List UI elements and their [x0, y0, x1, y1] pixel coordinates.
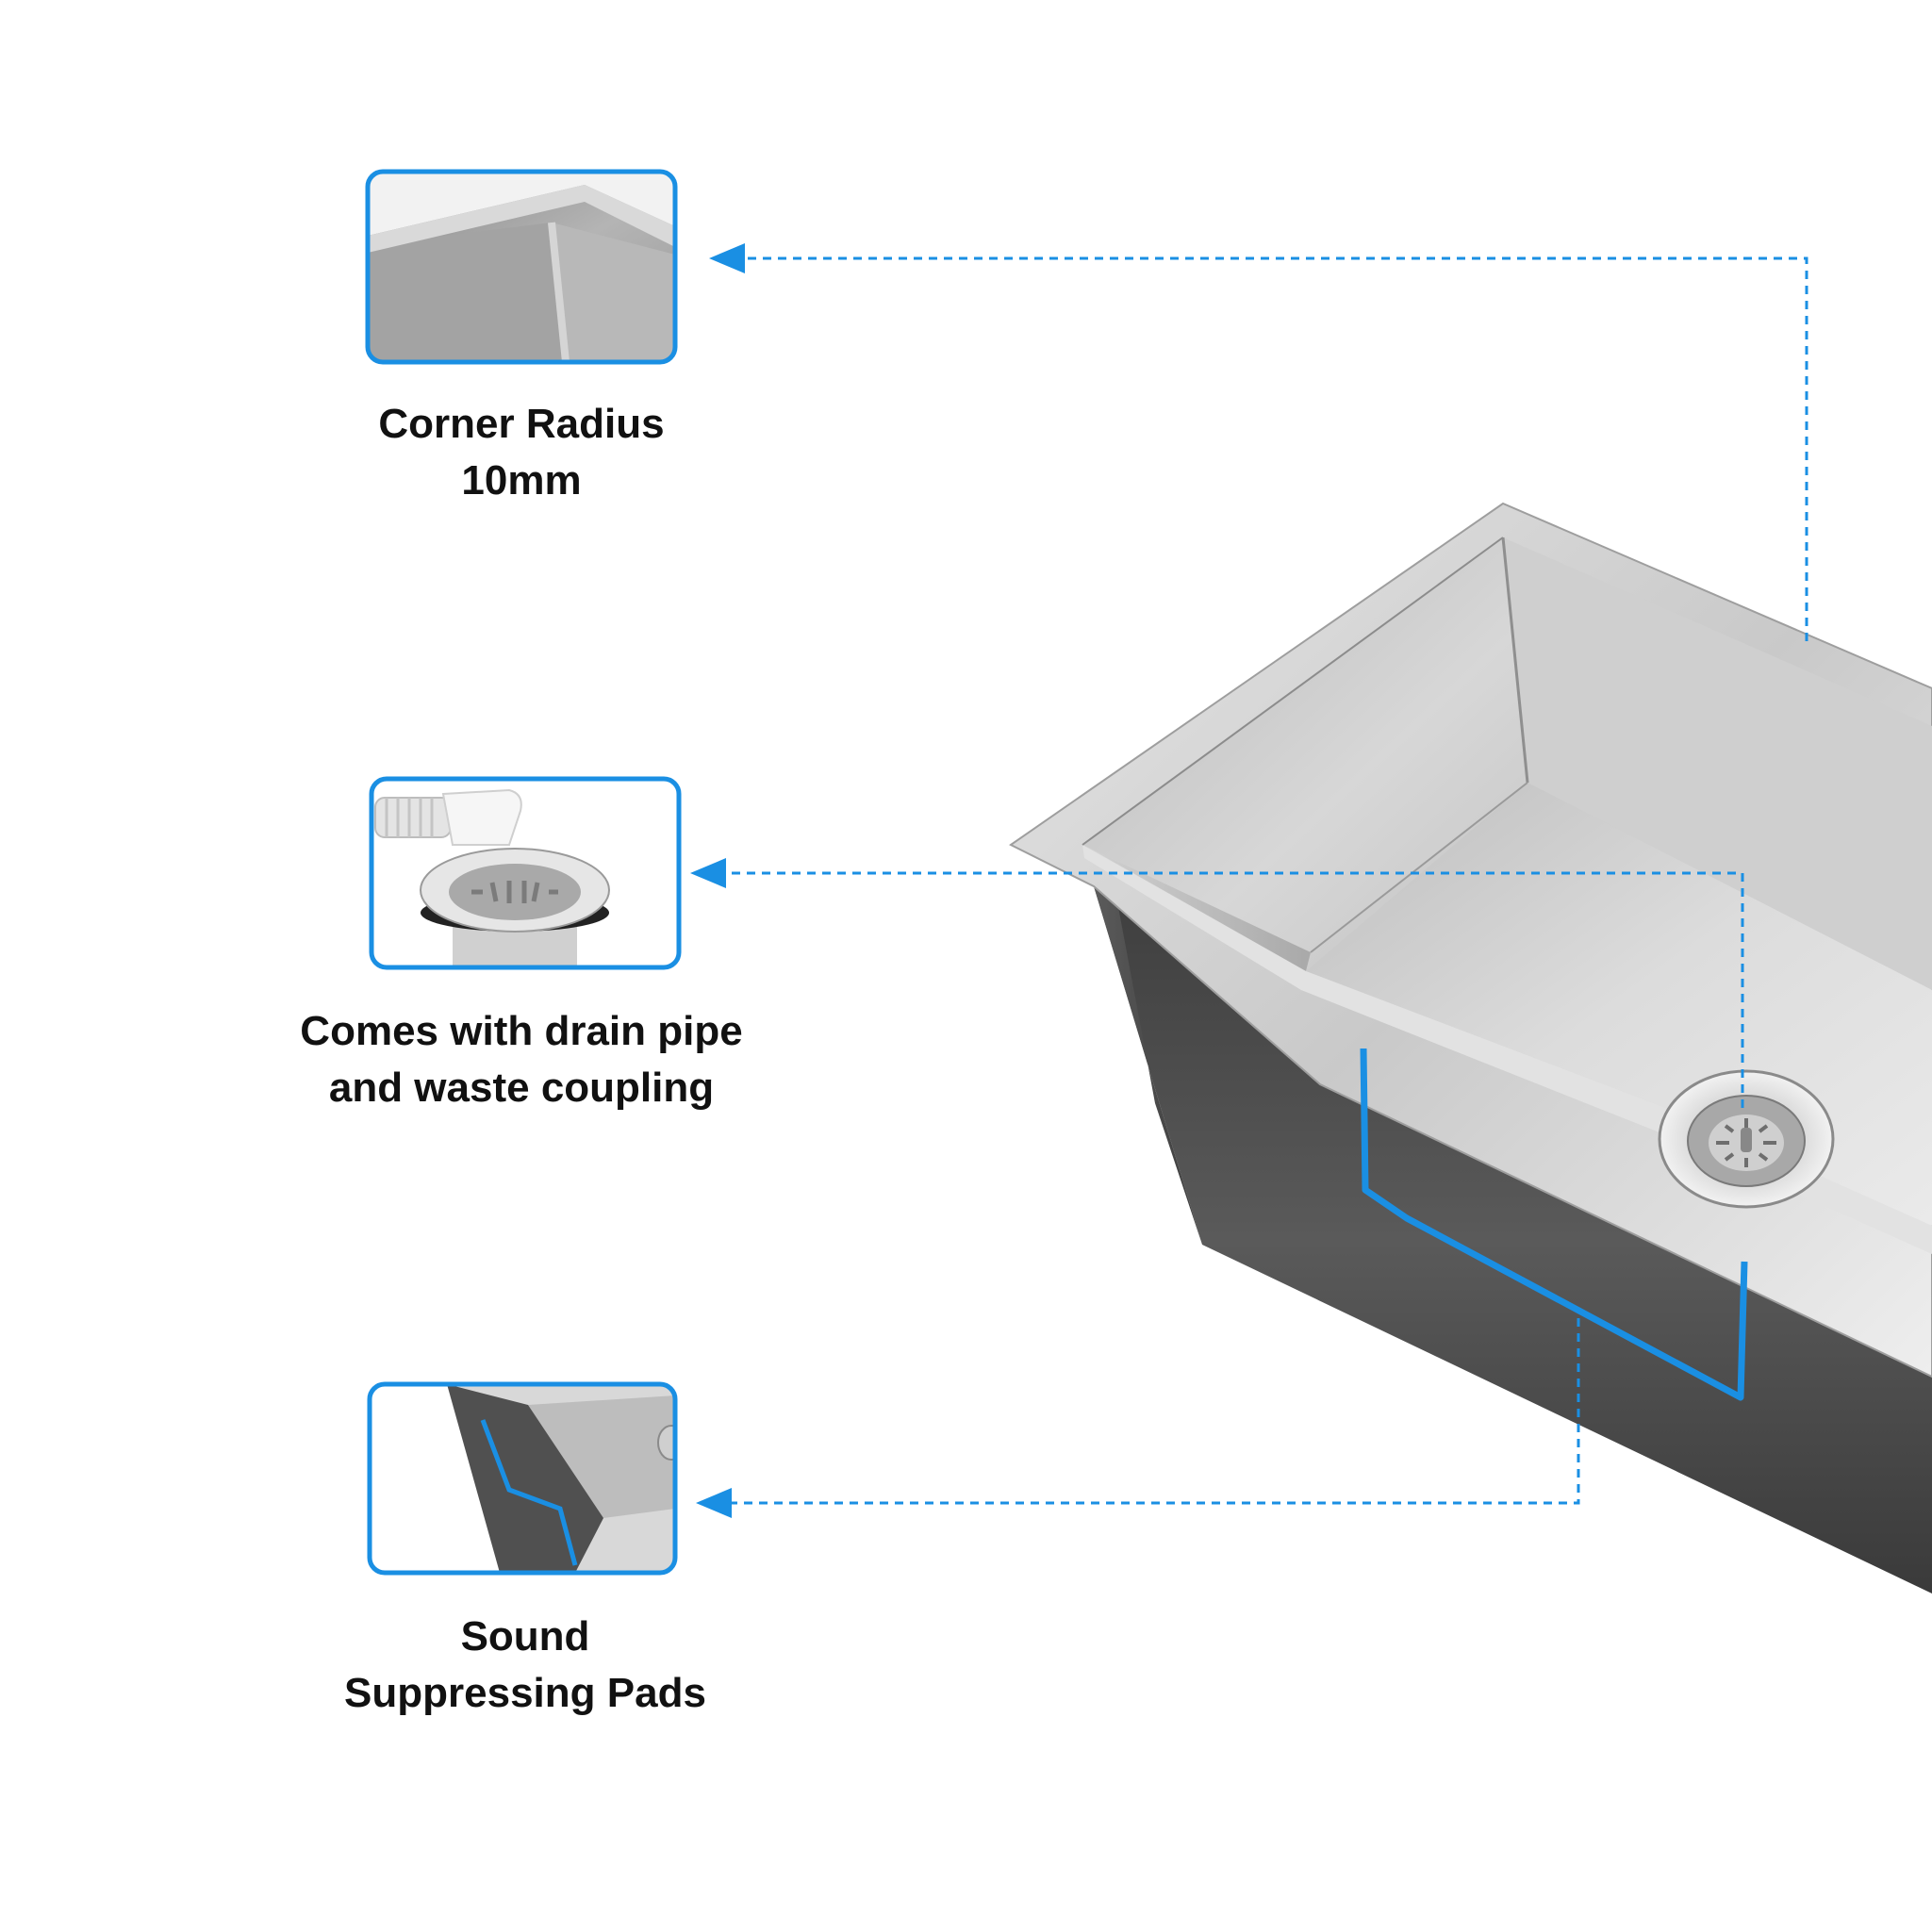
sound-pad-outline	[1360, 1048, 1748, 1401]
feature-label-line: Corner Radius	[378, 401, 665, 447]
sink-left-wall	[1082, 845, 1311, 971]
corner-detail-thumbnail	[365, 169, 678, 365]
leader-arrows	[690, 243, 745, 1518]
feature-label-line: and waste coupling	[328, 1065, 715, 1111]
sink-image	[1009, 502, 1932, 1593]
arrow-left-icon	[696, 1488, 732, 1518]
drain-pipe	[374, 788, 522, 846]
arrow-left-icon	[690, 858, 726, 888]
sink-left-outer	[1094, 877, 1202, 1245]
feature-label-line: Suppressing Pads	[344, 1670, 706, 1716]
leader-drain	[724, 871, 1744, 1108]
drain-kit-thumbnail	[369, 776, 682, 970]
leader-sound-pads	[730, 1318, 1580, 1505]
waste-coupling	[420, 848, 610, 967]
feature-label-corner-radius: Corner Radius 10mm	[229, 396, 814, 509]
sink-front-outer	[1094, 886, 1932, 1593]
arrow-left-icon	[709, 243, 745, 273]
drain-strainer	[1658, 1069, 1835, 1209]
sink-back-right-wall	[1503, 537, 1932, 990]
feature-label-sound-pads: Sound Suppressing Pads	[233, 1609, 817, 1722]
feature-label-drain: Comes with drain pipe and waste coupling	[229, 1003, 814, 1116]
sound-pad-thumbnail	[367, 1381, 678, 1576]
sink-back-wall	[1082, 537, 1527, 952]
leader-corner-radius	[743, 256, 1808, 641]
feature-label-line: 10mm	[461, 457, 582, 504]
feature-label-line: Comes with drain pipe	[300, 1008, 743, 1054]
callout-leaders	[724, 256, 1808, 1505]
feature-label-line: Sound	[460, 1613, 590, 1660]
